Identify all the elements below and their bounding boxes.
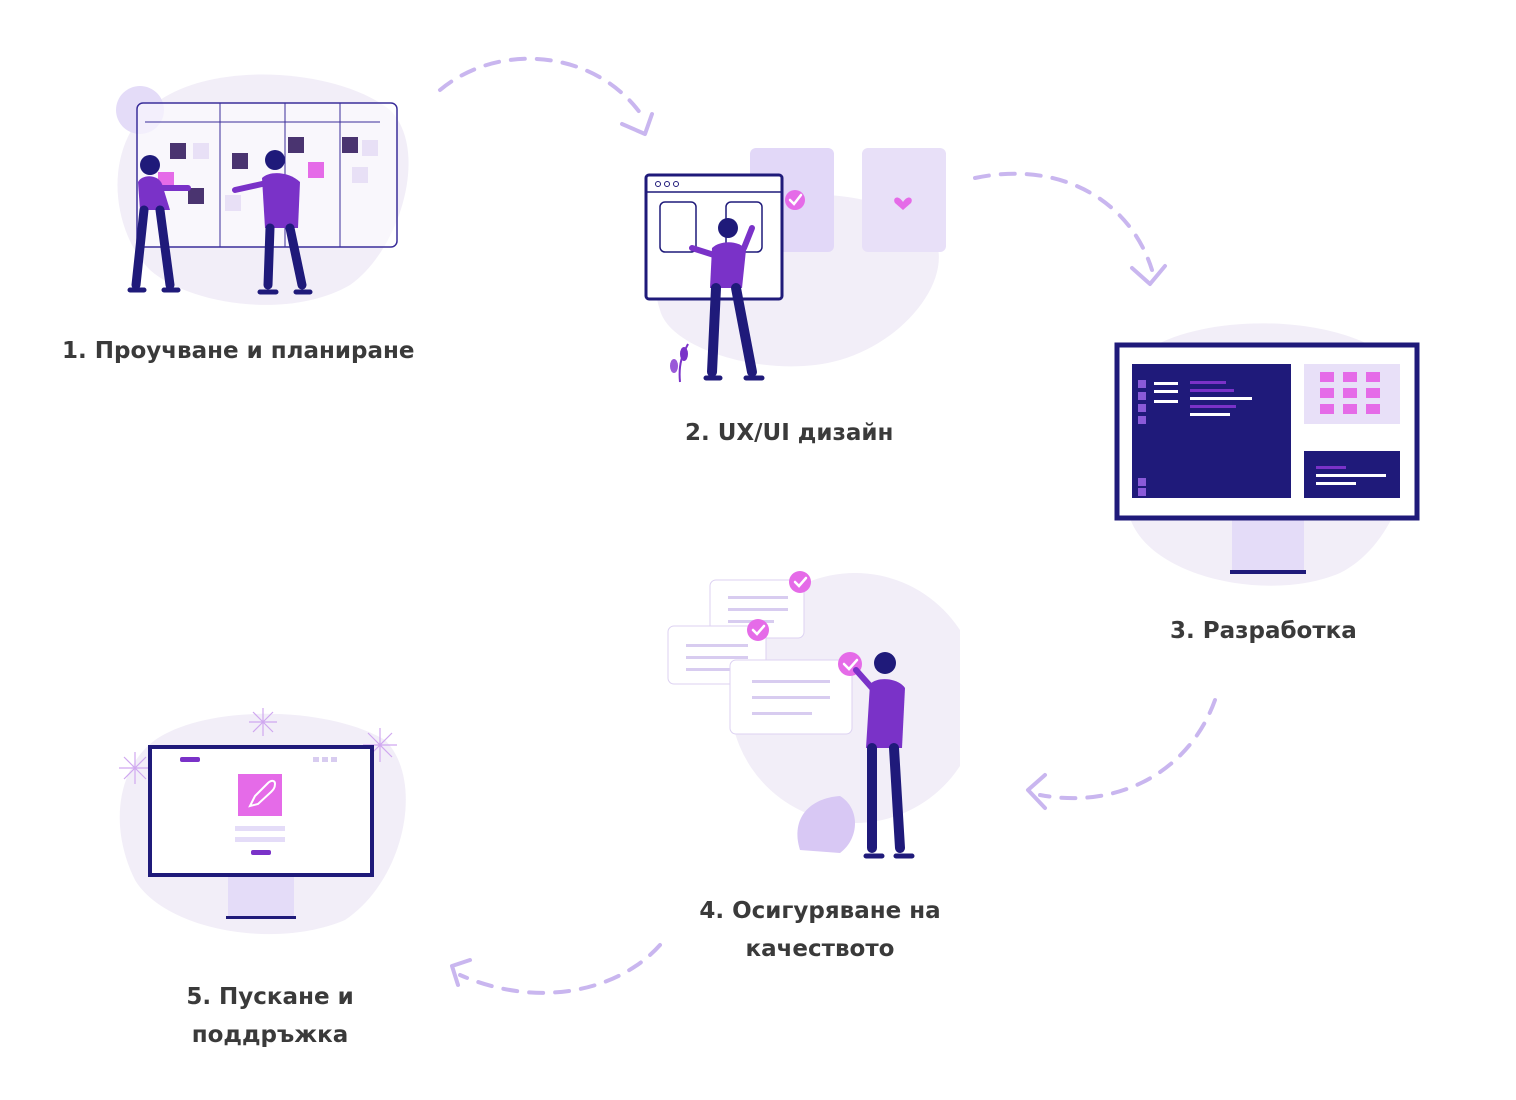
development-monitor-illustration <box>1114 323 1420 586</box>
check-icon <box>747 571 862 676</box>
flow-arrow-4-5 <box>458 943 662 995</box>
step-2-label: 2. UX/UI дизайн <box>685 420 894 446</box>
flow-arrow-3-4 <box>1038 698 1217 801</box>
arrowhead-2 <box>1130 264 1167 286</box>
step-5-label-line2: поддръжка <box>191 1022 349 1048</box>
firework-icon <box>119 708 397 784</box>
launch-monitor-illustration <box>119 708 406 935</box>
step-4-label-line1: 4. Осигуряване на <box>699 898 941 924</box>
step-4-label: 4. Осигуряване на качеството <box>690 892 950 968</box>
step-4-label-line2: качеството <box>745 936 895 962</box>
step-5-label: 5. Пускане и поддръжка <box>150 978 390 1054</box>
arrowhead-3 <box>1026 773 1047 810</box>
arrowhead-1 <box>620 112 654 136</box>
flow-arrow-1-2 <box>438 56 647 122</box>
qa-checklist-illustration <box>667 571 960 859</box>
arrowhead-4 <box>450 958 472 987</box>
step-3-label: 3. Разработка <box>1170 618 1357 644</box>
ux-design-illustration <box>644 148 946 383</box>
planning-board-illustration <box>116 74 409 305</box>
step-5-label-line1: 5. Пускане и <box>186 984 354 1010</box>
rocket-icon <box>248 779 277 808</box>
flow-arrow-2-3 <box>973 171 1154 272</box>
step-1-label: 1. Проучване и планиране <box>62 338 415 364</box>
